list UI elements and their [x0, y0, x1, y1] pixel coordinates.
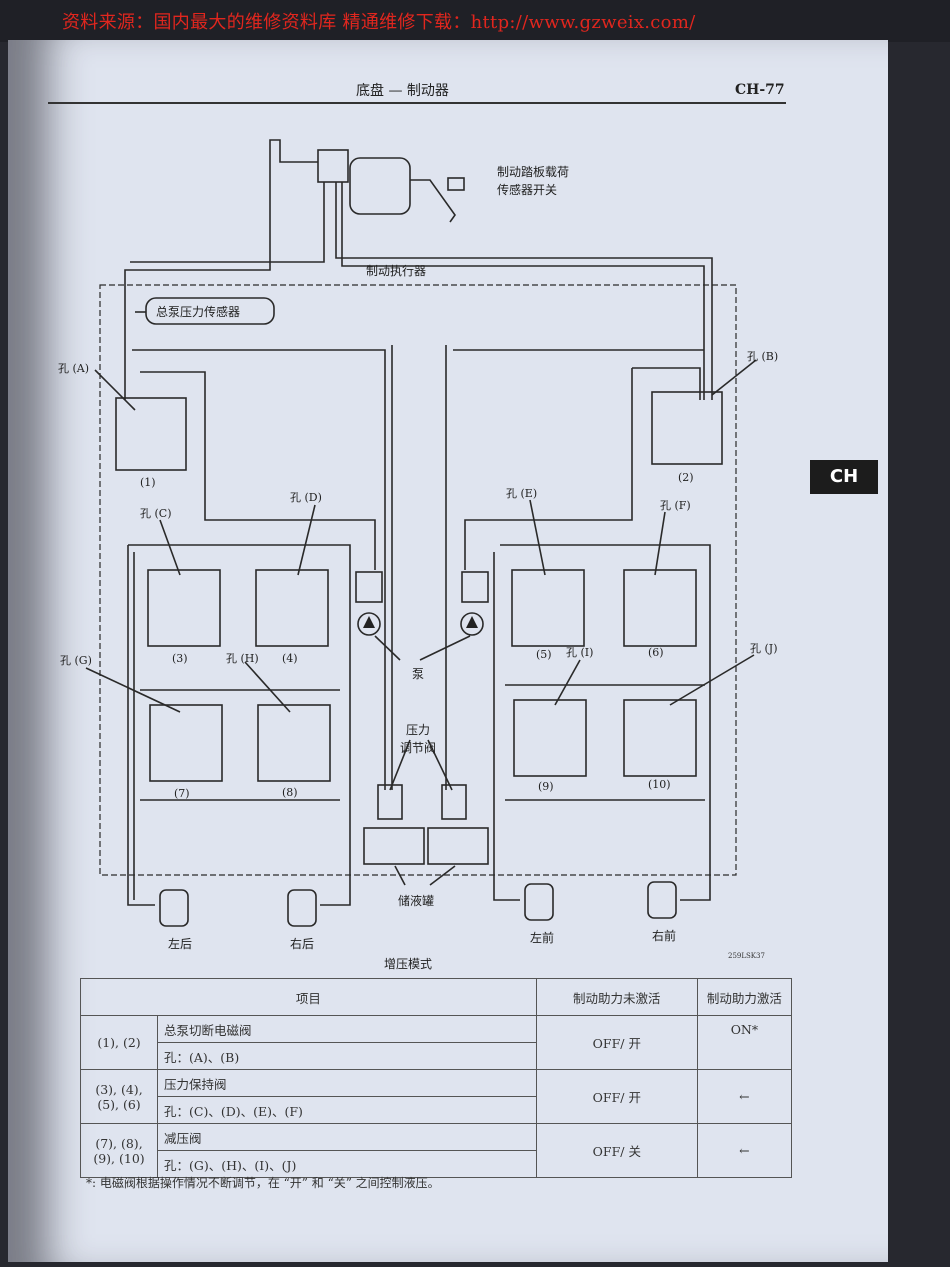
orifice-c-label: 孔 (C) [140, 507, 172, 520]
table-row: 孔：(G)、(H)、(I)、(J) [81, 1150, 792, 1178]
wheel-rl-label: 左后 [168, 936, 192, 951]
row-1-item-1: 总泵切断电磁阀 [157, 1015, 537, 1043]
pedal-sensor-label-1: 制动踏板载荷 [497, 165, 569, 179]
valve-9-label: (9) [538, 780, 554, 793]
pedal-sensor-switch [447, 177, 465, 191]
table-row: (7), (8), (9), (10) 减压阀 OFF/ 关 ← [80, 1123, 793, 1178]
orifice-i-label: 孔 (I) [566, 646, 593, 659]
diagram-code: 259LSK37 [728, 952, 765, 960]
chapter-tab: CH [810, 460, 878, 494]
page-title: 底盘 — 制动器 [356, 83, 449, 99]
actuator-label: 制动执行器 [366, 264, 426, 278]
row-1-ids: (1), (2) [80, 1015, 158, 1070]
page-number: CH-77 [735, 82, 785, 98]
row-2-item-2: 孔：(C)、(D)、(E)、(F) [157, 1096, 537, 1124]
table-row: 孔：(A)、(B) [81, 1042, 792, 1070]
row-2-ids: (3), (4), (5), (6) [80, 1069, 158, 1124]
wheel-fl-label: 左前 [530, 930, 554, 945]
orifice-j-label: 孔 (J) [750, 642, 778, 655]
orifice-d-label: 孔 (D) [290, 491, 322, 504]
row-2-item-1: 压力保持阀 [157, 1069, 537, 1097]
orifice-g-label: 孔 (G) [60, 654, 92, 667]
pump-arrows [363, 616, 478, 628]
valve-8-label: (8) [282, 786, 298, 799]
row-2-inactive: OFF/ 开 [535, 1069, 698, 1124]
valve-5-label: (5) [536, 648, 552, 661]
pump-left [357, 612, 381, 636]
regulator-right [441, 784, 467, 820]
orifice-b-label: 孔 (B) [747, 350, 778, 363]
regulator-label-1: 压力 [406, 723, 430, 737]
pump-valve-left [355, 571, 383, 603]
row-3-ids: (7), (8), (9), (10) [80, 1123, 158, 1178]
orifice-a-label: 孔 (A) [58, 362, 89, 375]
pump-right [460, 612, 484, 636]
wheel-cylinder-rr [287, 889, 317, 927]
brake-booster [349, 157, 411, 215]
pump-left-arrow [363, 616, 375, 628]
row-1-item-2: 孔：(A)、(B) [157, 1042, 537, 1070]
valve-7-label: (7) [174, 787, 190, 800]
source-banner: 资料来源：国内最大的维修资料库 精通维修下载：http://www.gzweix… [0, 0, 950, 42]
valve-3 [147, 569, 221, 647]
master-cylinder [317, 149, 349, 183]
orifice-f-label: 孔 (F) [660, 499, 691, 512]
valve-6 [623, 569, 697, 647]
valve-10 [623, 699, 697, 777]
valve-4-label: (4) [282, 652, 298, 665]
reservoir-left [363, 827, 425, 865]
source-banner-text: 资料来源：国内最大的维修资料库 精通维修下载：http://www.gzweix… [62, 12, 696, 33]
valve-10-label: (10) [648, 778, 671, 791]
pump-right-arrow [466, 616, 478, 628]
brake-pedal [410, 179, 456, 223]
wheel-cylinder-rl [159, 889, 189, 927]
table-row: (1), (2) 总泵切断电磁阀 OFF/ 开 ON* [80, 1015, 793, 1070]
wheel-cylinder-fr [647, 881, 677, 919]
table-row: (3), (4), (5), (6) 压力保持阀 OFF/ 开 ← [80, 1069, 793, 1124]
orifice-h-label: 孔 (H) [226, 652, 259, 665]
row-3-inactive: OFF/ 关 [535, 1123, 698, 1178]
pedal-sensor-label-2: 传感器开关 [497, 182, 557, 197]
master-pressure-sensor [145, 297, 275, 325]
valve-9 [513, 699, 587, 777]
row-3-item-2: 孔：(G)、(H)、(I)、(J) [157, 1150, 537, 1178]
valve-4 [255, 569, 329, 647]
header-active: 制动助力激活 [696, 978, 793, 1016]
wheel-cylinder-fl [524, 883, 554, 921]
row-3-item-1: 减压阀 [157, 1123, 537, 1151]
row-1-active: ON* [696, 1015, 793, 1070]
regulator-left [377, 784, 403, 820]
valve-status-table: 项目 制动助力未激活 制动助力激活 (1), (2) 总泵切断电磁阀 OFF/ … [80, 978, 793, 1178]
pump-label: 泵 [412, 667, 424, 681]
orifice-e-label: 孔 (E) [506, 487, 537, 500]
pump-valve-right [461, 571, 489, 603]
footnote: *: 电磁阀根据操作情况不断调节，在 “开” 和 “关” 之间控制液压。 [86, 1176, 440, 1190]
row-1-inactive: OFF/ 开 [535, 1015, 698, 1070]
row-3-active: ← [696, 1123, 793, 1178]
header-inactive: 制动助力未激活 [535, 978, 698, 1016]
valve-1 [115, 397, 187, 471]
wheel-fr-label: 右前 [652, 928, 676, 943]
valve-1-label: (1) [140, 476, 156, 489]
master-sensor-label: 总泵压力传感器 [156, 304, 240, 319]
actuator-outline [99, 284, 737, 876]
valve-7 [149, 704, 223, 782]
valve-2 [651, 391, 723, 465]
header-rule [48, 102, 786, 104]
reservoir-right [427, 827, 489, 865]
wheel-rr-label: 右后 [290, 936, 314, 951]
table-header-row: 项目 制动助力未激活 制动助力激活 [80, 978, 793, 1016]
valve-8 [257, 704, 331, 782]
header-item: 项目 [80, 978, 537, 1016]
regulator-label-2: 调节阀 [400, 741, 436, 755]
reservoir-label: 储液罐 [398, 893, 434, 908]
valve-3-label: (3) [172, 652, 188, 665]
valve-2-label: (2) [678, 471, 694, 484]
diagram-caption: 增压模式 [384, 957, 432, 971]
valve-5 [511, 569, 585, 647]
valve-6-label: (6) [648, 646, 664, 659]
row-2-active: ← [696, 1069, 793, 1124]
